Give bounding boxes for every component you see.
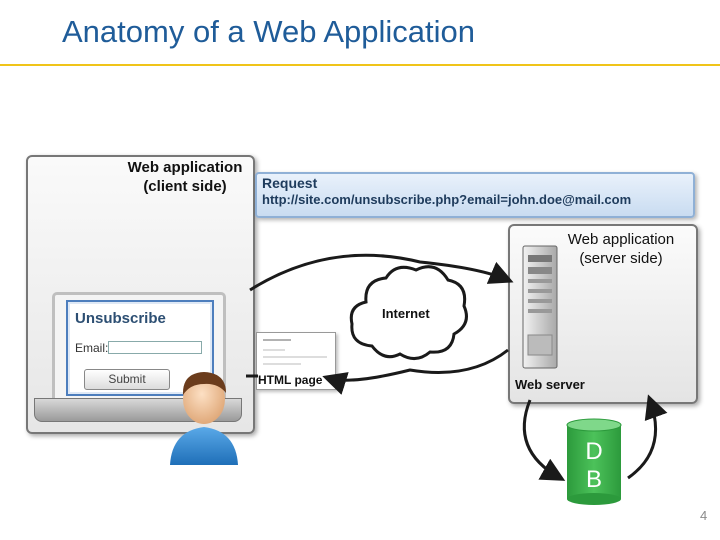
database-label: D B (566, 438, 622, 494)
server-title-line2: (server side) (579, 250, 663, 267)
server-tower-icon (522, 245, 558, 369)
server-title: Web application (server side) (550, 230, 692, 268)
server-title-line1: Web application (567, 231, 675, 248)
user-icon (170, 372, 238, 465)
request-label: Request (262, 175, 318, 191)
client-title: Web application (client side) (120, 158, 250, 196)
request-bar (255, 172, 695, 218)
db-result-arrow (627, 394, 668, 480)
response-arrow (322, 348, 509, 395)
email-field[interactable] (108, 341, 202, 354)
email-label: Email: (75, 341, 109, 355)
database-label-line2: B (585, 466, 602, 493)
db-query-arrow (522, 399, 566, 481)
submit-button[interactable]: Submit (84, 369, 170, 390)
internet-cloud-icon (349, 265, 468, 360)
database-label-line1: D (585, 438, 603, 465)
request-arrow (249, 253, 514, 292)
page-number: 4 (700, 508, 708, 523)
form-title: Unsubscribe (75, 310, 166, 327)
client-title-line2: (client side) (143, 178, 227, 195)
html-page-label: HTML page (258, 373, 323, 387)
request-url: http://site.com/unsubscribe.php?email=jo… (262, 192, 632, 207)
database-icon (566, 418, 622, 505)
internet-label: Internet (382, 306, 430, 321)
web-server-label: Web server (515, 377, 585, 392)
client-title-line1: Web application (127, 159, 243, 176)
title-divider (0, 64, 720, 66)
slide-title: Anatomy of a Web Application (62, 14, 476, 49)
